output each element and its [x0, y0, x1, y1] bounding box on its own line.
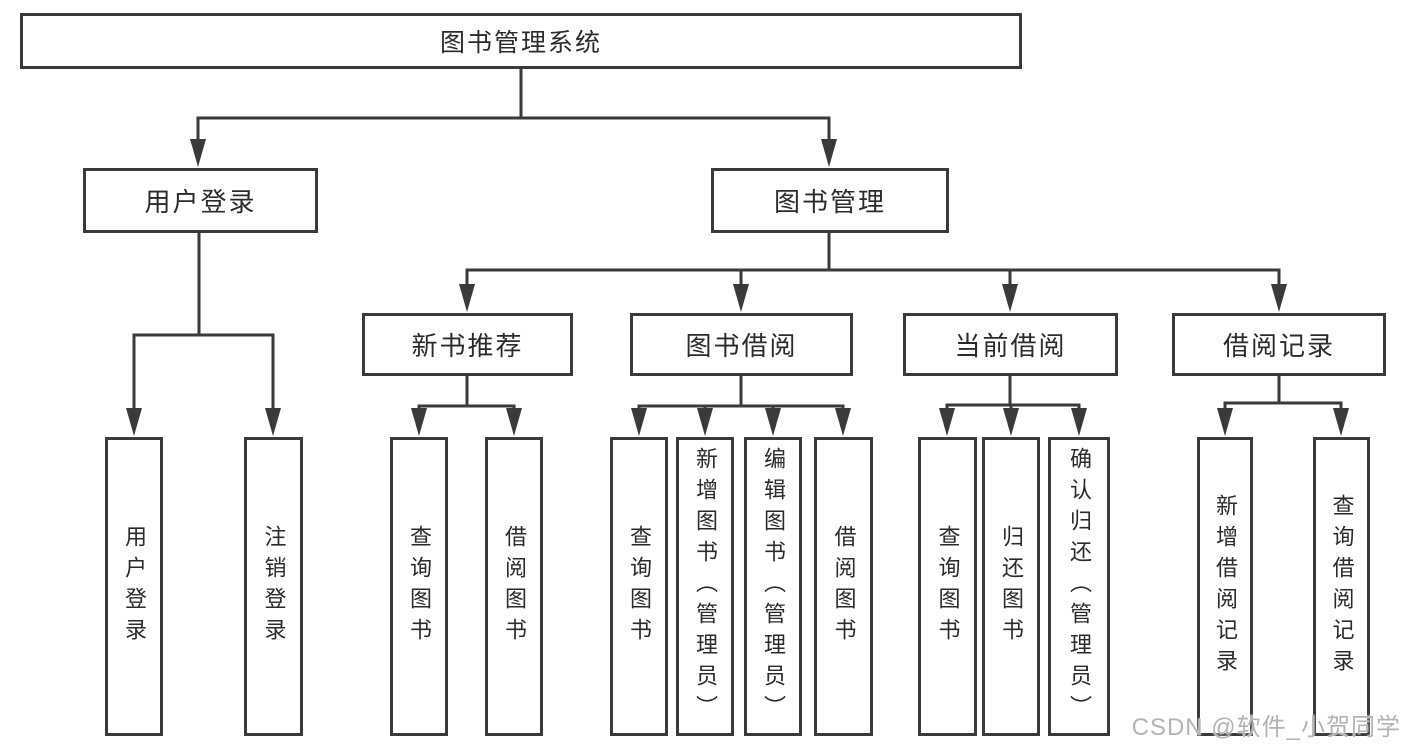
node-new-book-recommend: 新书推荐 [362, 313, 573, 376]
connector-book-borrow [637, 376, 845, 414]
leaf-add-book-admin: 新增图书（管理员） [676, 437, 734, 736]
leaf-query-books-recommend: 查询图书 [390, 437, 448, 736]
node-label: 注销登录 [261, 524, 287, 649]
node-current-borrow: 当前借阅 [903, 313, 1118, 376]
arrowhead-icon [765, 408, 781, 436]
leaf-query-borrow-record: 查询借阅记录 [1313, 437, 1370, 736]
node-label: 当前借阅 [954, 331, 1067, 361]
leaf-borrow-books-recommend: 借阅图书 [485, 437, 543, 736]
node-system-root: 图书管理系统 [20, 13, 1022, 69]
node-label: 归还图书 [999, 524, 1024, 649]
connector-root [196, 69, 831, 145]
node-label: 新书推荐 [411, 331, 524, 361]
leaf-add-borrow-record: 新增借阅记录 [1197, 437, 1253, 736]
node-book-borrow: 图书借阅 [630, 313, 853, 376]
leaf-borrow-books: 借阅图书 [814, 437, 873, 736]
arrowhead-icon [1333, 408, 1349, 436]
arrowhead-icon [411, 408, 427, 436]
arrowhead-icon [835, 408, 851, 436]
arrowhead-icon [1217, 408, 1233, 436]
arrowhead-icon [1271, 284, 1287, 312]
node-label: 图书借阅 [685, 331, 798, 361]
node-label: 图书管理 [773, 187, 886, 217]
node-label: 借阅图书 [502, 524, 527, 649]
node-label: 借阅记录 [1222, 331, 1335, 361]
node-label: 查询图书 [935, 524, 961, 649]
connector-book-management [465, 233, 1281, 290]
node-label: 确认归还（管理员） [1067, 447, 1092, 726]
node-user-login: 用户登录 [83, 168, 318, 233]
node-label: 查询图书 [407, 524, 432, 649]
watermark: CSDN @软件_小贺同学 [1131, 714, 1401, 741]
arrowhead-icon [126, 408, 142, 436]
arrowhead-icon [459, 284, 475, 312]
node-label: 编辑图书（管理员） [761, 447, 786, 726]
node-label: 用户登录 [122, 524, 147, 649]
leaf-confirm-return-admin: 确认归还（管理员） [1048, 437, 1110, 736]
node-label: 新增借阅记录 [1213, 493, 1238, 680]
node-label: 借阅图书 [831, 524, 857, 649]
arrowhead-icon [733, 284, 749, 312]
arrowhead-icon [939, 408, 955, 436]
leaf-query-books-current: 查询图书 [918, 437, 977, 736]
node-label: 用户登录 [144, 187, 257, 217]
node-label: 查询借阅记录 [1329, 493, 1355, 680]
arrowhead-icon [1071, 408, 1087, 436]
connector-user-login [132, 233, 275, 414]
leaf-logout: 注销登录 [244, 437, 303, 736]
arrowhead-icon [697, 408, 713, 436]
arrowhead-icon [190, 139, 206, 167]
arrowhead-icon [821, 139, 837, 167]
arrowhead-icon [265, 408, 281, 436]
node-label: 图书管理系统 [439, 29, 602, 57]
connector-borrow-records [1223, 376, 1343, 414]
node-borrow-records: 借阅记录 [1172, 313, 1386, 376]
connector-new-book-recommend [417, 376, 516, 414]
leaf-query-books-borrow: 查询图书 [610, 437, 668, 736]
node-label: 新增图书（管理员） [693, 447, 718, 726]
arrowhead-icon [1003, 408, 1019, 436]
node-label: 查询图书 [627, 524, 652, 649]
leaf-return-book: 归还图书 [982, 437, 1040, 736]
arrowhead-icon [1002, 284, 1018, 312]
arrowhead-icon [506, 408, 522, 436]
leaf-edit-book-admin: 编辑图书（管理员） [744, 437, 802, 736]
leaf-user-login: 用户登录 [105, 437, 163, 736]
arrowhead-icon [631, 408, 647, 436]
node-book-management: 图书管理 [711, 168, 949, 233]
